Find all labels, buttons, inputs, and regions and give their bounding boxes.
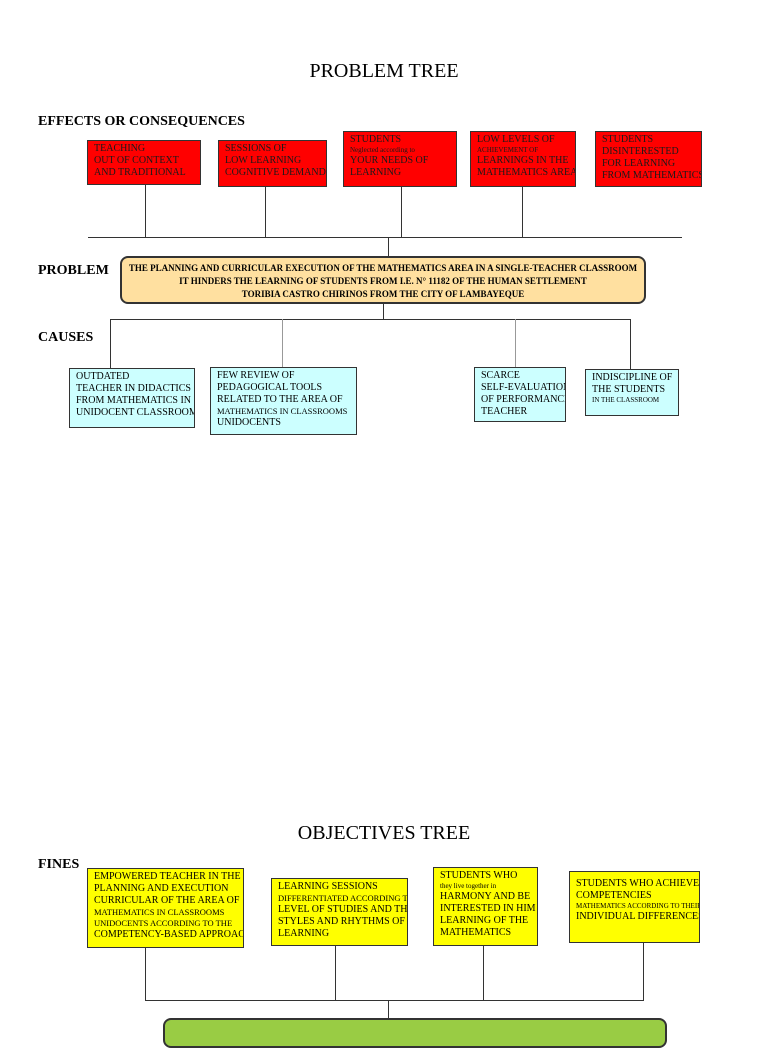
fine-2-line-4: STYLES AND RHYTHMS OF: [278, 916, 405, 927]
objectives-tree-title: OBJECTIVES TREE: [297, 822, 471, 844]
cause-box-4: INDISCIPLINE OF THE STUDENTS IN THE CLAS…: [585, 369, 679, 416]
effect-1-line-1: TEACHING: [94, 143, 146, 154]
effect-1-line-3: AND TRADITIONAL: [94, 167, 186, 178]
fine-4-line-3: MATHEMATICS ACCORDING TO THEIR: [576, 902, 700, 910]
cause-2-line-2: PEDAGOGICAL TOOLS: [217, 382, 323, 393]
effect-5-line-4: FROM MATHEMATICS: [602, 170, 702, 181]
cause-3-connector: [515, 319, 516, 367]
effect-4-line-4: MATHEMATICS AREA: [477, 167, 576, 178]
problem-line-2: IT HINDERS THE LEARNING OF STUDENTS FROM…: [179, 276, 587, 286]
effect-2-line-2: LOW LEARNING: [225, 155, 302, 166]
fine-4-line-4: INDIVIDUAL DIFFERENCES: [576, 911, 700, 922]
cause-2-line-1: FEW REVIEW OF: [217, 370, 295, 381]
problem-line-3: TORIBIA CASTRO CHIRINOS FROM THE CITY OF…: [241, 289, 525, 299]
problem-top-connector: [388, 237, 389, 256]
effect-5-line-3: FOR LEARNING: [602, 158, 676, 169]
cause-1-line-3: FROM MATHEMATICS IN: [76, 395, 192, 406]
fine-2-line-1: LEARNING SESSIONS: [278, 881, 378, 892]
fine-3-line-5: LEARNING OF THE: [440, 915, 529, 926]
fine-box-3: STUDENTS WHO they live together in HARMO…: [433, 867, 538, 946]
causes-horizontal-line: [110, 319, 630, 320]
cause-2-connector: [282, 319, 283, 367]
effect-2-connector: [265, 187, 266, 237]
fine-1-line-5: UNIDOCENTS ACCORDING TO THE: [94, 918, 233, 928]
effect-1-line-2: OUT OF CONTEXT: [94, 155, 179, 166]
cause-3-line-4: TEACHER: [481, 406, 528, 417]
causes-label: CAUSES: [38, 330, 94, 345]
goal-top-connector: [388, 1000, 389, 1020]
fines-horizontal-line: [145, 1000, 644, 1001]
fine-4-connector: [643, 943, 644, 1000]
effect-4-connector: [522, 187, 523, 237]
fine-3-line-4: INTERESTED IN HIM: [440, 903, 536, 914]
cause-1-line-2: TEACHER IN DIDACTICS: [76, 383, 191, 394]
effect-box-4: LOW LEVELS OF ACHIEVEMENT OF LEARNINGS I…: [470, 131, 576, 187]
effect-3-line-1: STUDENTS: [350, 134, 402, 145]
effect-4-line-2: ACHIEVEMENT OF: [477, 146, 539, 154]
effect-5-line-2: DISINTERESTED: [602, 146, 679, 157]
fine-box-1: EMPOWERED TEACHER IN THE PLANNING AND EX…: [87, 868, 244, 948]
cause-2-line-4: MATHEMATICS IN CLASSROOMS: [217, 406, 348, 416]
fine-box-2: LEARNING SESSIONS DIFFERENTIATED ACCORDI…: [271, 878, 408, 946]
fine-1-line-6: COMPETENCY-BASED APPROACH: [94, 929, 244, 940]
central-objective-box: [163, 1018, 667, 1048]
fine-1-line-3: CURRICULAR OF THE AREA OF: [94, 895, 240, 906]
fine-4-line-2: COMPETENCIES: [576, 890, 652, 901]
effect-3-line-4: LEARNING: [350, 167, 402, 178]
cause-box-3: SCARCE SELF-EVALUATION OF PERFORMANCE TE…: [474, 367, 566, 422]
cause-3-line-1: SCARCE: [481, 370, 520, 381]
problem-bottom-connector: [383, 304, 384, 319]
cause-4-line-1: INDISCIPLINE OF: [592, 372, 673, 383]
fine-3-line-3: HARMONY AND BE: [440, 891, 531, 902]
cause-box-1: OUTDATED TEACHER IN DIDACTICS FROM MATHE…: [69, 368, 195, 428]
effect-box-3: STUDENTS Neglected according to YOUR NEE…: [343, 131, 457, 187]
cause-1-connector: [110, 319, 111, 369]
problem-label: PROBLEM: [38, 263, 109, 278]
effect-1-connector: [145, 185, 146, 237]
fine-1-line-2: PLANNING AND EXECUTION: [94, 883, 229, 894]
effect-3-line-2: Neglected according to: [350, 146, 415, 154]
effect-box-5: STUDENTS DISINTERESTED FOR LEARNING FROM…: [595, 131, 702, 187]
cause-4-line-3: IN THE CLASSROOM: [592, 396, 660, 404]
fine-2-connector: [335, 946, 336, 1000]
effect-box-1: TEACHING OUT OF CONTEXT AND TRADITIONAL: [87, 140, 201, 185]
cause-box-2: FEW REVIEW OF PEDAGOGICAL TOOLS RELATED …: [210, 367, 357, 435]
fine-1-line-4: MATHEMATICS IN CLASSROOMS: [94, 907, 225, 917]
effect-4-line-1: LOW LEVELS OF: [477, 134, 555, 145]
cause-4-line-2: THE STUDENTS: [592, 384, 666, 395]
problem-line-1: THE PLANNING AND CURRICULAR EXECUTION OF…: [128, 263, 638, 273]
effect-3-connector: [401, 187, 402, 237]
fines-label: FINES: [38, 857, 80, 872]
cause-4-connector: [630, 319, 631, 369]
cause-1-line-4: UNIDOCENT CLASSROOMS: [76, 407, 195, 418]
cause-2-line-3: RELATED TO THE AREA OF: [217, 394, 343, 405]
effect-2-line-3: COGNITIVE DEMAND: [225, 167, 326, 178]
problem-tree-title: PROBLEM TREE: [309, 60, 459, 82]
fine-2-line-3: LEVEL OF STUDIES AND THE: [278, 904, 408, 915]
effects-horizontal-line: [88, 237, 682, 238]
effect-5-line-1: STUDENTS: [602, 134, 654, 145]
effect-2-line-1: SESSIONS OF: [225, 143, 287, 154]
effect-3-line-3: YOUR NEEDS OF: [350, 155, 429, 166]
fine-3-line-6: MATHEMATICS: [440, 927, 512, 938]
fine-1-line-1: EMPOWERED TEACHER IN THE: [94, 871, 241, 882]
fine-4-line-1: STUDENTS WHO ACHIEVE: [576, 878, 700, 889]
cause-3-line-2: SELF-EVALUATION: [481, 382, 566, 393]
fine-1-connector: [145, 948, 146, 1000]
effects-label: EFFECTS OR CONSEQUENCES: [38, 114, 245, 129]
fine-3-line-1: STUDENTS WHO: [440, 870, 518, 881]
fine-box-4: STUDENTS WHO ACHIEVE COMPETENCIES MATHEM…: [569, 871, 700, 943]
central-problem-box: THE PLANNING AND CURRICULAR EXECUTION OF…: [120, 256, 646, 304]
cause-2-line-5: UNIDOCENTS: [217, 417, 281, 428]
effect-4-line-3: LEARNINGS IN THE: [477, 155, 569, 166]
fine-3-line-2: they live together in: [440, 882, 497, 890]
fine-2-line-2: DIFFERENTIATED ACCORDING TO THE: [278, 893, 408, 903]
fine-3-connector: [483, 946, 484, 1000]
effect-box-2: SESSIONS OF LOW LEARNING COGNITIVE DEMAN…: [218, 140, 327, 187]
fine-2-line-5: LEARNING: [278, 928, 330, 939]
cause-3-line-3: OF PERFORMANCE: [481, 394, 566, 405]
cause-1-line-1: OUTDATED: [76, 371, 130, 382]
